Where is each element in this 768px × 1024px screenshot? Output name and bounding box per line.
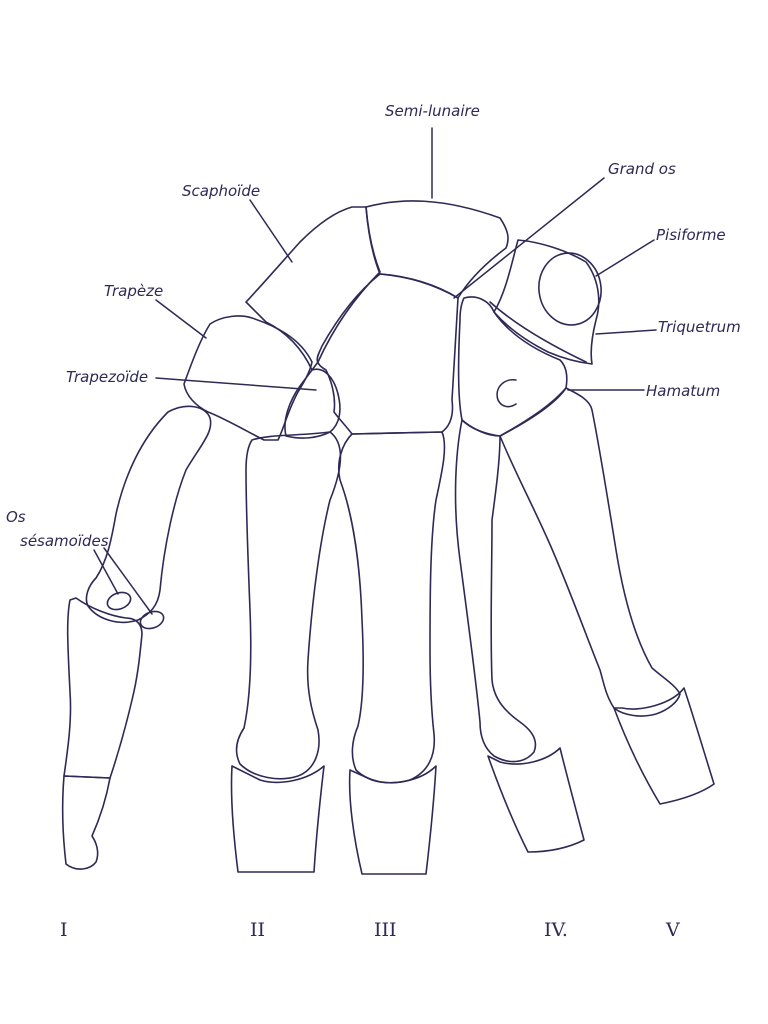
- bone-grand-os: [316, 273, 459, 435]
- metacarpal-v: [499, 387, 681, 717]
- leader-sesamoide-1: [93, 549, 119, 595]
- numeral-digit-v: V: [665, 919, 680, 941]
- digit-numerals: I II III IV. V: [60, 919, 680, 941]
- metacarpal-iv: [454, 419, 537, 763]
- label-trapezoide: Trapezoïde: [66, 368, 148, 386]
- leader-triquetrum: [595, 329, 657, 335]
- label-pisiforme: Pisiforme: [656, 226, 726, 244]
- bone-triquetrum-inner: [489, 301, 587, 363]
- leader-grand-os: [453, 177, 605, 299]
- phalanx-iv-proximal: [487, 747, 585, 853]
- phalanx-v-proximal: [613, 687, 715, 805]
- label-scaphoide: Scaphoïde: [182, 182, 260, 200]
- numeral-digit-iii: III: [374, 919, 397, 941]
- label-hamatum: Hamatum: [646, 382, 720, 400]
- label-os: Os: [6, 508, 26, 526]
- leader-scaphoide: [249, 199, 293, 263]
- labels: Semi-lunaire Grand os Pisiforme Scaphoïd…: [6, 102, 741, 550]
- sesamoid-bone-2: [139, 610, 165, 630]
- digit-iv-bones: [454, 419, 585, 853]
- phalanx-ii-proximal: [230, 765, 325, 873]
- digit-iii-bones: [337, 431, 446, 875]
- numeral-digit-iv: IV.: [544, 919, 568, 941]
- digit-v-bones: [499, 387, 715, 805]
- label-trapeze: Trapèze: [104, 282, 163, 300]
- metacarpal-ii: [235, 431, 342, 780]
- label-triquetrum: Triquetrum: [658, 318, 741, 336]
- leader-trapeze: [155, 299, 207, 339]
- numeral-digit-ii: II: [250, 919, 265, 941]
- digit-ii-bones: [230, 431, 342, 873]
- bone-hamatum-hook: [496, 378, 517, 408]
- label-grand-os: Grand os: [608, 160, 676, 178]
- phalanx-i-proximal: [63, 597, 143, 779]
- label-sesamoides: sésamoïdes: [20, 532, 109, 550]
- sesamoid-bone-1: [106, 591, 132, 611]
- bone-trapeze: [183, 315, 313, 441]
- label-semi-lunaire: Semi-lunaire: [385, 102, 480, 120]
- leader-trapezoide: [155, 377, 317, 391]
- carpal-bones: [183, 200, 602, 441]
- leader-sesamoide-2: [103, 547, 153, 615]
- bone-scaphoide: [245, 206, 381, 371]
- bone-semi-lunaire: [365, 200, 509, 299]
- metacarpal-i: [85, 405, 212, 624]
- metacarpal-iii: [337, 431, 446, 784]
- phalanx-iii-proximal: [348, 765, 437, 875]
- bone-hamatum: [457, 296, 568, 437]
- digit-i-bones: [61, 405, 212, 870]
- numeral-digit-i: I: [60, 919, 68, 941]
- bone-triquetrum: [493, 239, 600, 365]
- leader-lines: [93, 127, 657, 615]
- phalanx-i-distal: [61, 775, 111, 870]
- leader-pisiforme: [595, 239, 655, 277]
- bone-pisiforme: [538, 252, 602, 326]
